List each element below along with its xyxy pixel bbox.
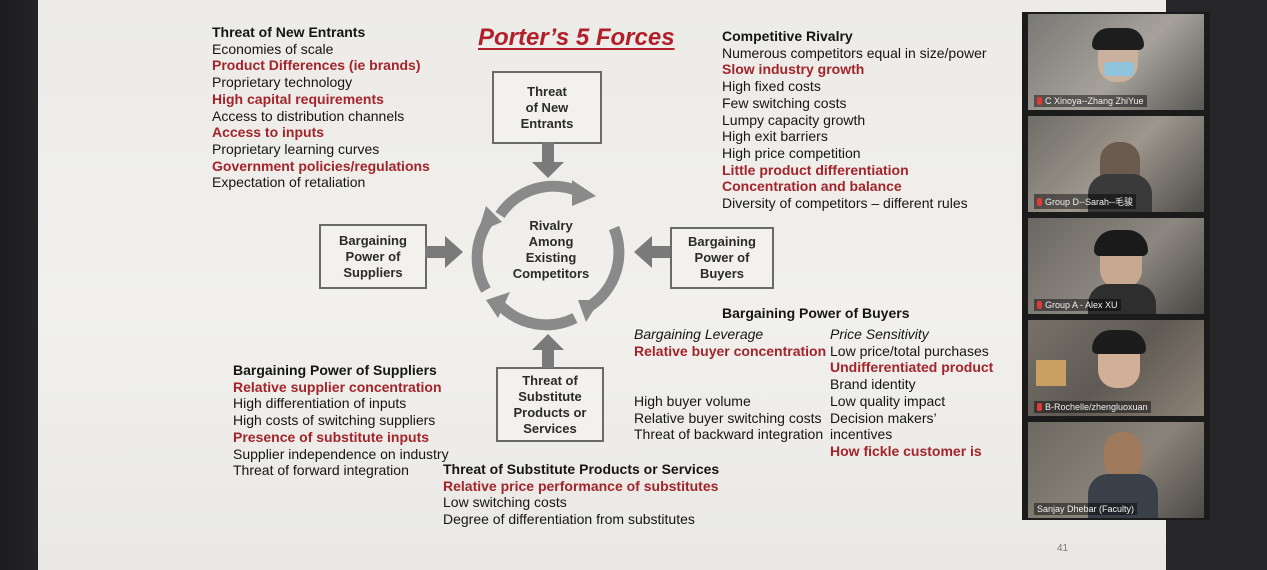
participant-tile[interactable]: Group A - Alex XU bbox=[1028, 218, 1204, 314]
suppliers-heading: Bargaining Power of Suppliers bbox=[233, 362, 437, 378]
substitutes-list: Threat of Substitute Products or Service… bbox=[443, 461, 719, 528]
leverage-items: Relative buyer concentration High buyer … bbox=[634, 343, 826, 443]
list-item: High costs of switching suppliers bbox=[233, 412, 436, 429]
participant-label: Group A - Alex XU bbox=[1045, 300, 1118, 310]
participant-name: Group A - Alex XU bbox=[1034, 299, 1121, 311]
participant-name: Group D--Sarah--毛骏 bbox=[1034, 194, 1137, 209]
list-item: Relative buyer concentration bbox=[634, 342, 827, 359]
list-item: Concentration and balance bbox=[722, 178, 902, 195]
slide-page-number: 41 bbox=[1057, 543, 1069, 554]
rivalry-heading: Competitive Rivalry bbox=[722, 28, 853, 44]
list-item: Access to distribution channels bbox=[212, 107, 405, 124]
list-item: Decision makers’ bbox=[830, 409, 937, 426]
buyers-heading: Bargaining Power of Buyers bbox=[722, 305, 910, 321]
rivalry-list: Competitive Rivalry Numerous competitors… bbox=[722, 28, 987, 212]
list-item: High fixed costs bbox=[722, 78, 821, 95]
buyers-sensitivity-list: Price Sensitivity Low price/total purcha… bbox=[830, 326, 993, 460]
participant-tile[interactable]: Group D--Sarah--毛骏 bbox=[1028, 116, 1204, 212]
list-item: High capital requirements bbox=[212, 90, 384, 107]
list-item: Little product differentiation bbox=[722, 161, 909, 178]
list-item: Low quality impact bbox=[830, 392, 946, 409]
participant-label: C Xinoya--Zhang ZhiYue bbox=[1045, 96, 1144, 106]
list-item: Diversity of competitors – different rul… bbox=[722, 195, 968, 212]
presentation-slide bbox=[38, 0, 1166, 570]
list-item: Presence of substitute inputs bbox=[233, 428, 430, 445]
participant-name: B-Rochelle/zhengluoxuan bbox=[1034, 401, 1151, 413]
participant-tile[interactable]: B-Rochelle/zhengluoxuan bbox=[1028, 320, 1204, 416]
rivalry-center-label: Rivalry Among Existing Competitors bbox=[512, 218, 590, 281]
box-new-entrants: Threat of New Entrants bbox=[492, 71, 602, 144]
rivalry-center: Rivalry Among Existing Competitors bbox=[506, 210, 596, 290]
box-buyers: Bargaining Power of Buyers bbox=[670, 227, 774, 289]
arrow-up-icon bbox=[532, 334, 564, 368]
arrow-left-icon bbox=[634, 236, 670, 268]
list-item: Proprietary learning curves bbox=[212, 140, 380, 157]
substitutes-items: Relative price performance of substitute… bbox=[443, 478, 719, 528]
participant-label: B-Rochelle/zhengluoxuan bbox=[1045, 402, 1148, 412]
list-item: Supplier independence on industry bbox=[233, 445, 449, 462]
muted-mic-icon bbox=[1037, 301, 1042, 309]
box-buyers-label: Bargaining Power of Buyers bbox=[688, 234, 756, 281]
muted-mic-icon bbox=[1037, 97, 1042, 105]
list-item: High differentiation of inputs bbox=[233, 395, 407, 412]
leverage-heading: Bargaining Leverage bbox=[634, 326, 764, 342]
muted-mic-icon bbox=[1037, 403, 1042, 411]
box-substitutes-label: Threat of Substitute Products or Service… bbox=[513, 372, 587, 436]
list-item: Brand identity bbox=[830, 376, 916, 393]
list-item: Degree of differentiation from substitut… bbox=[443, 511, 695, 528]
arrow-right-icon bbox=[425, 236, 463, 268]
suppliers-list: Bargaining Power of Suppliers Relative s… bbox=[233, 362, 449, 479]
list-item: Product Differences (ie brands) bbox=[212, 57, 421, 74]
list-item: Numerous competitors equal in size/power bbox=[722, 44, 987, 61]
participant-tile[interactable]: Sanjay Dhebar (Faculty) bbox=[1028, 422, 1204, 518]
substitutes-heading: Threat of Substitute Products or Service… bbox=[443, 461, 720, 477]
list-item: Economies of scale bbox=[212, 40, 334, 57]
video-gallery: C Xinoya--Zhang ZhiYue Group D--Sarah--毛… bbox=[1022, 12, 1210, 520]
new-entrants-heading: Threat of New Entrants bbox=[212, 24, 366, 40]
list-item: Access to inputs bbox=[212, 124, 325, 141]
buyers-leverage-list: Bargaining Leverage Relative buyer conce… bbox=[634, 326, 826, 443]
list-item: High price competition bbox=[722, 144, 861, 161]
box-substitutes: Threat of Substitute Products or Service… bbox=[496, 367, 604, 442]
participant-name: Sanjay Dhebar (Faculty) bbox=[1034, 503, 1138, 515]
box-suppliers-label: Bargaining Power of Suppliers bbox=[339, 232, 407, 280]
list-item: Expectation of retaliation bbox=[212, 174, 366, 191]
muted-mic-icon bbox=[1037, 198, 1042, 206]
list-item: High exit barriers bbox=[722, 128, 828, 145]
box-new-entrants-label: Threat of New Entrants bbox=[520, 83, 574, 131]
list-item: How fickle customer is bbox=[830, 442, 982, 459]
cycle-arrows-icon bbox=[471, 180, 625, 331]
participant-tile[interactable]: C Xinoya--Zhang ZhiYue bbox=[1028, 14, 1204, 110]
new-entrants-list: Threat of New Entrants Economies of scal… bbox=[212, 24, 430, 191]
slide-title: Porter’s 5 Forces bbox=[478, 24, 675, 51]
rivalry-items: Numerous competitors equal in size/power… bbox=[722, 45, 987, 212]
list-item: Threat of forward integration bbox=[233, 462, 409, 479]
participant-label: Sanjay Dhebar (Faculty) bbox=[1037, 504, 1135, 514]
list-item: High buyer volume bbox=[634, 392, 751, 409]
list-item: Low switching costs bbox=[443, 494, 567, 511]
list-item: Relative supplier concentration bbox=[233, 378, 442, 395]
list-item: Slow industry growth bbox=[722, 61, 865, 78]
list-item: Undifferentiated product bbox=[830, 359, 994, 376]
participant-label: Group D--Sarah--毛骏 bbox=[1045, 197, 1134, 207]
list-item: Lumpy capacity growth bbox=[722, 111, 866, 128]
participant-name: C Xinoya--Zhang ZhiYue bbox=[1034, 95, 1147, 107]
list-item: Relative price performance of substitute… bbox=[443, 477, 719, 494]
box-suppliers: Bargaining Power of Suppliers bbox=[319, 224, 427, 289]
list-item: incentives bbox=[830, 426, 893, 443]
list-item: Low price/total purchases bbox=[830, 342, 989, 359]
list-item: Proprietary technology bbox=[212, 74, 353, 91]
arrow-down-icon bbox=[532, 142, 564, 178]
list-item: Few switching costs bbox=[722, 94, 847, 111]
list-item: Government policies/regulations bbox=[212, 157, 430, 174]
sensitivity-heading: Price Sensitivity bbox=[830, 326, 929, 342]
list-item: Relative buyer switching costs bbox=[634, 409, 822, 426]
list-item: Threat of backward integration bbox=[634, 426, 824, 443]
